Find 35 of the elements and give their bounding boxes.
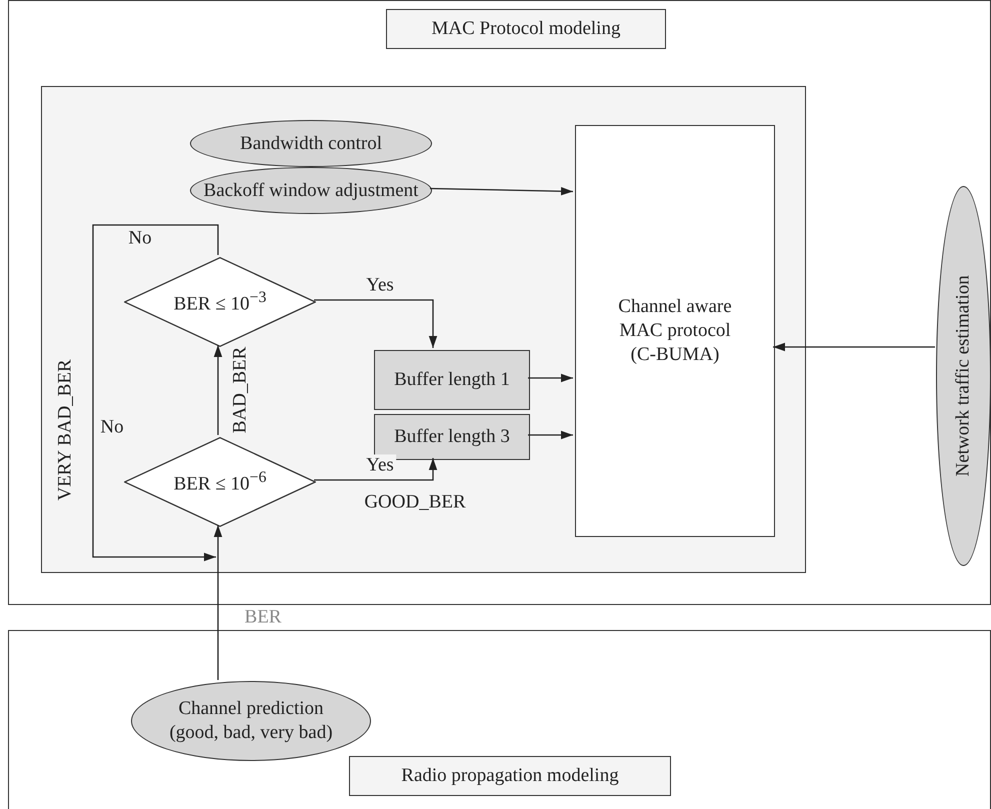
arrow (214, 525, 222, 680)
region-box (8, 630, 991, 809)
decision-diamond (124, 257, 316, 347)
arrow (430, 187, 574, 196)
node-text: Network traffic estimation (952, 275, 975, 477)
node-text: Bandwidth control (240, 132, 382, 156)
title-box (386, 9, 666, 49)
node-text: MAC Protocol modeling (432, 17, 620, 41)
node-text: Radio propagation modeling (401, 764, 619, 788)
process-box (374, 414, 530, 460)
arrow (773, 342, 935, 352)
node-text: Buffer length 1 (394, 368, 510, 392)
panel-background (41, 86, 806, 573)
node-text: BER ≤ 10$^{−3}$ (174, 288, 266, 316)
branch-label: GOOD_BER (363, 492, 467, 512)
arrow (528, 374, 573, 382)
arrow (314, 299, 438, 348)
branch-label: No (99, 416, 125, 438)
process-box (374, 350, 530, 410)
process-box (575, 125, 775, 537)
arrow (314, 458, 438, 481)
edge-label: BAD_BER (230, 344, 250, 436)
node-text: Channel prediction (good, bad, very bad) (168, 697, 334, 745)
node-text: BER ≤ 10$^{−6}$ (174, 468, 266, 496)
title-box (349, 756, 671, 796)
arrow (528, 430, 573, 440)
edge-label: VERY BAD_BER (54, 357, 76, 503)
arrow (92, 224, 219, 562)
node-text: Buffer length 3 (394, 425, 510, 449)
region-box (8, 0, 991, 605)
node-text: Backoff window adjustment (204, 178, 418, 202)
branch-label: No (127, 228, 153, 248)
decision-diamond (124, 437, 316, 527)
arrow (214, 345, 222, 435)
node-text: Channel aware MAC protocol (C-BUMA) (617, 295, 733, 367)
